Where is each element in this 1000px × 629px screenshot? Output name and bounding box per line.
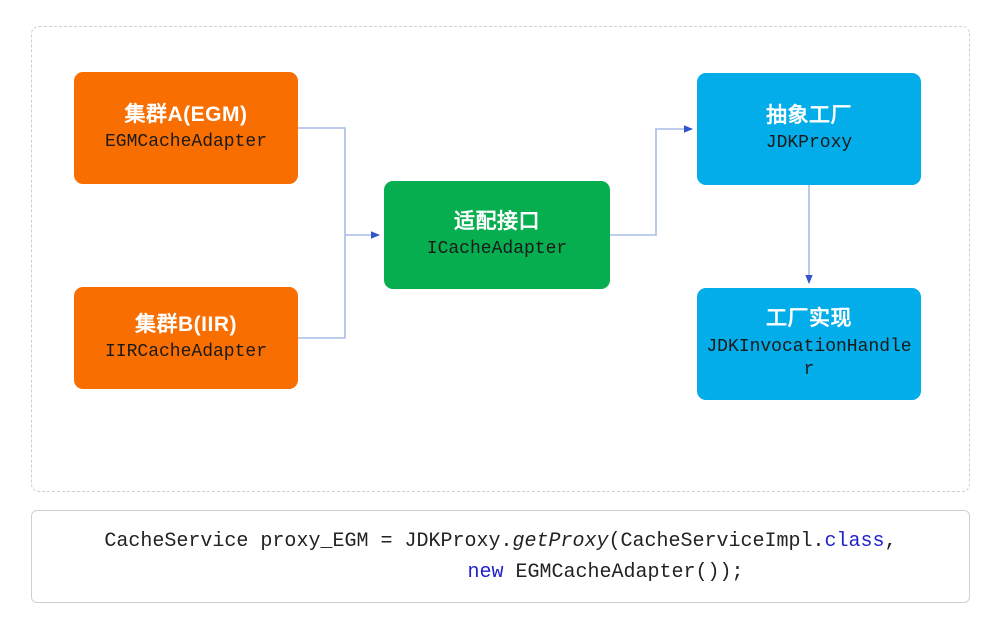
code-line-1-method: getProxy <box>512 529 609 553</box>
code-snippet-box: CacheService proxy_EGM = JDKProxy.getPro… <box>31 510 970 603</box>
node-cluster-b-title: 集群B(IIR) <box>135 313 237 337</box>
code-line-2-keyword-new: new <box>467 560 504 584</box>
diagram-dashed-container <box>31 26 970 492</box>
code-line-2: new EGMCacheAdapter()); <box>257 557 743 588</box>
node-abstract-factory-title: 抽象工厂 <box>766 104 852 128</box>
node-adapter-interface[interactable]: 适配接口 ICacheAdapter <box>384 181 610 289</box>
node-cluster-a[interactable]: 集群A(EGM) EGMCacheAdapter <box>74 72 298 184</box>
code-line-1-part1: CacheService proxy_EGM = JDKProxy. <box>104 529 513 553</box>
code-line-2-rest: EGMCacheAdapter()); <box>503 560 744 584</box>
node-factory-implementation-title: 工厂实现 <box>766 307 852 331</box>
node-cluster-b-subtitle: IIRCacheAdapter <box>104 342 268 363</box>
node-cluster-a-title: 集群A(EGM) <box>124 103 248 127</box>
node-factory-implementation-subtitle: JDKInvocationHandler <box>706 336 912 381</box>
node-abstract-factory[interactable]: 抽象工厂 JDKProxy <box>697 73 921 185</box>
node-cluster-b[interactable]: 集群B(IIR) IIRCacheAdapter <box>74 287 298 389</box>
code-line-1: CacheService proxy_EGM = JDKProxy.getPro… <box>104 526 896 557</box>
node-abstract-factory-subtitle: JDKProxy <box>765 133 853 154</box>
node-adapter-interface-subtitle: ICacheAdapter <box>426 239 568 260</box>
code-line-1-part2: (CacheServiceImpl. <box>608 529 825 553</box>
node-factory-implementation[interactable]: 工厂实现 JDKInvocationHandler <box>697 288 921 400</box>
code-line-1-part3: , <box>884 529 897 553</box>
node-adapter-interface-title: 适配接口 <box>454 210 540 234</box>
node-cluster-a-subtitle: EGMCacheAdapter <box>104 132 268 153</box>
code-line-1-keyword-class: class <box>824 529 885 553</box>
